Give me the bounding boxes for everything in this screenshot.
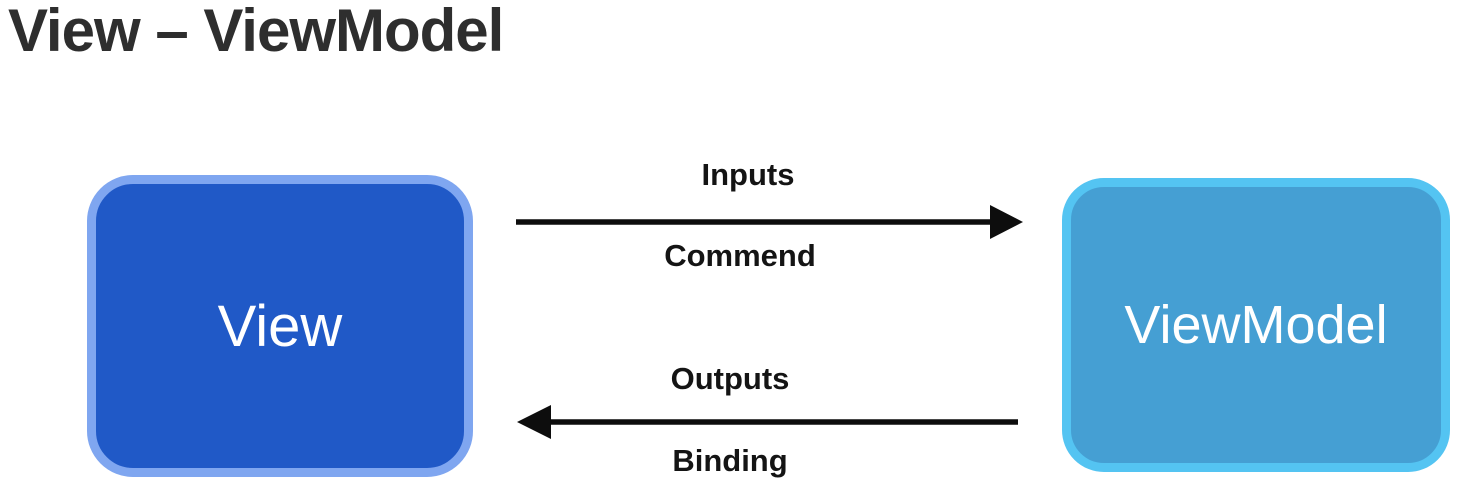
viewmodel-node-label: ViewModel xyxy=(1124,295,1388,355)
inputs-arrow-label: Inputs xyxy=(701,157,795,192)
outputs-arrow-label: Outputs xyxy=(670,361,790,396)
inputs-arrow xyxy=(516,205,1023,239)
page-title: View – ViewModel xyxy=(8,0,504,64)
binding-arrow-label: Binding xyxy=(672,443,788,478)
outputs-arrow xyxy=(517,405,1018,439)
commend-arrow-label: Commend xyxy=(664,238,816,273)
view-node-label: View xyxy=(217,293,343,359)
viewmodel-node: ViewModel xyxy=(1062,178,1450,472)
view-node: View xyxy=(87,175,473,477)
